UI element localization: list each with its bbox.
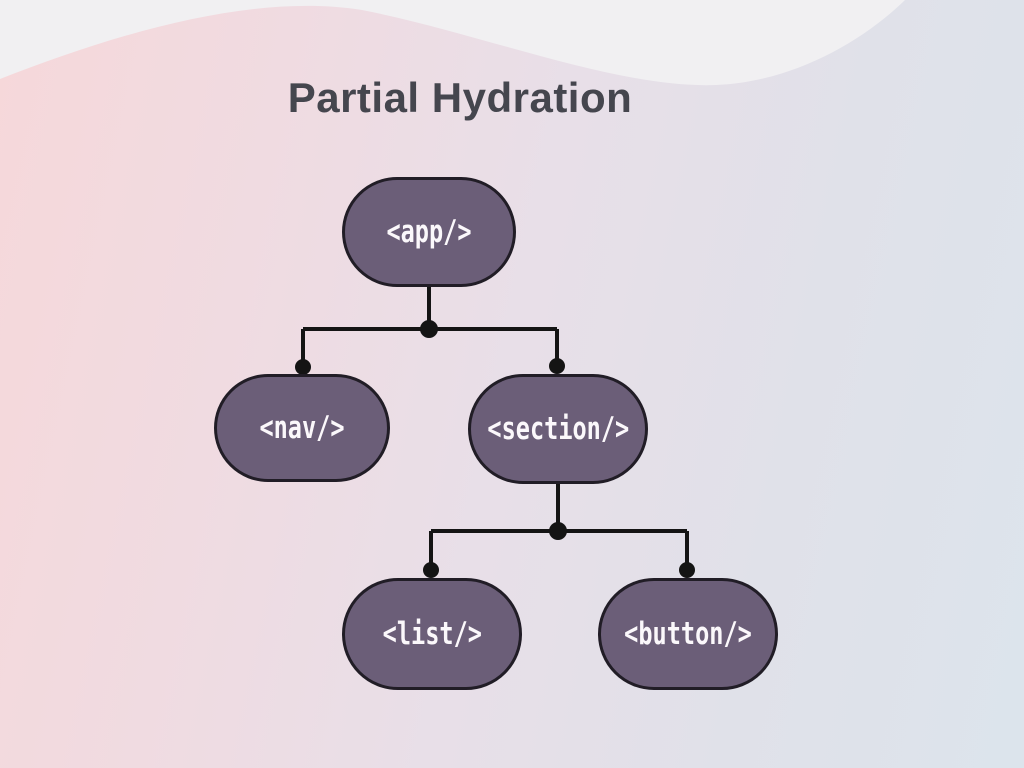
edge-app-children bbox=[301, 287, 559, 368]
junction-dot bbox=[423, 562, 439, 578]
junction-dot bbox=[420, 320, 438, 338]
node-list: <list/> bbox=[342, 578, 522, 690]
node-nav: <nav/> bbox=[214, 374, 390, 482]
node-nav-label: <nav/> bbox=[259, 410, 345, 446]
node-section-label: <section/> bbox=[487, 411, 629, 447]
junction-dot bbox=[679, 562, 695, 578]
node-button-label: <button/> bbox=[624, 616, 752, 652]
page-title: Partial Hydration bbox=[287, 74, 633, 121]
node-button: <button/> bbox=[598, 578, 778, 690]
node-app: <app/> bbox=[342, 177, 516, 287]
background-wave bbox=[0, 0, 905, 86]
node-app-label: <app/> bbox=[386, 214, 472, 250]
junction-dot bbox=[549, 358, 565, 374]
junction-dot bbox=[295, 359, 311, 375]
background-wave-shape bbox=[0, 0, 905, 86]
node-list-label: <list/> bbox=[382, 616, 482, 652]
edge-section-children bbox=[429, 484, 689, 570]
junction-dot bbox=[549, 522, 567, 540]
node-section: <section/> bbox=[468, 374, 648, 484]
